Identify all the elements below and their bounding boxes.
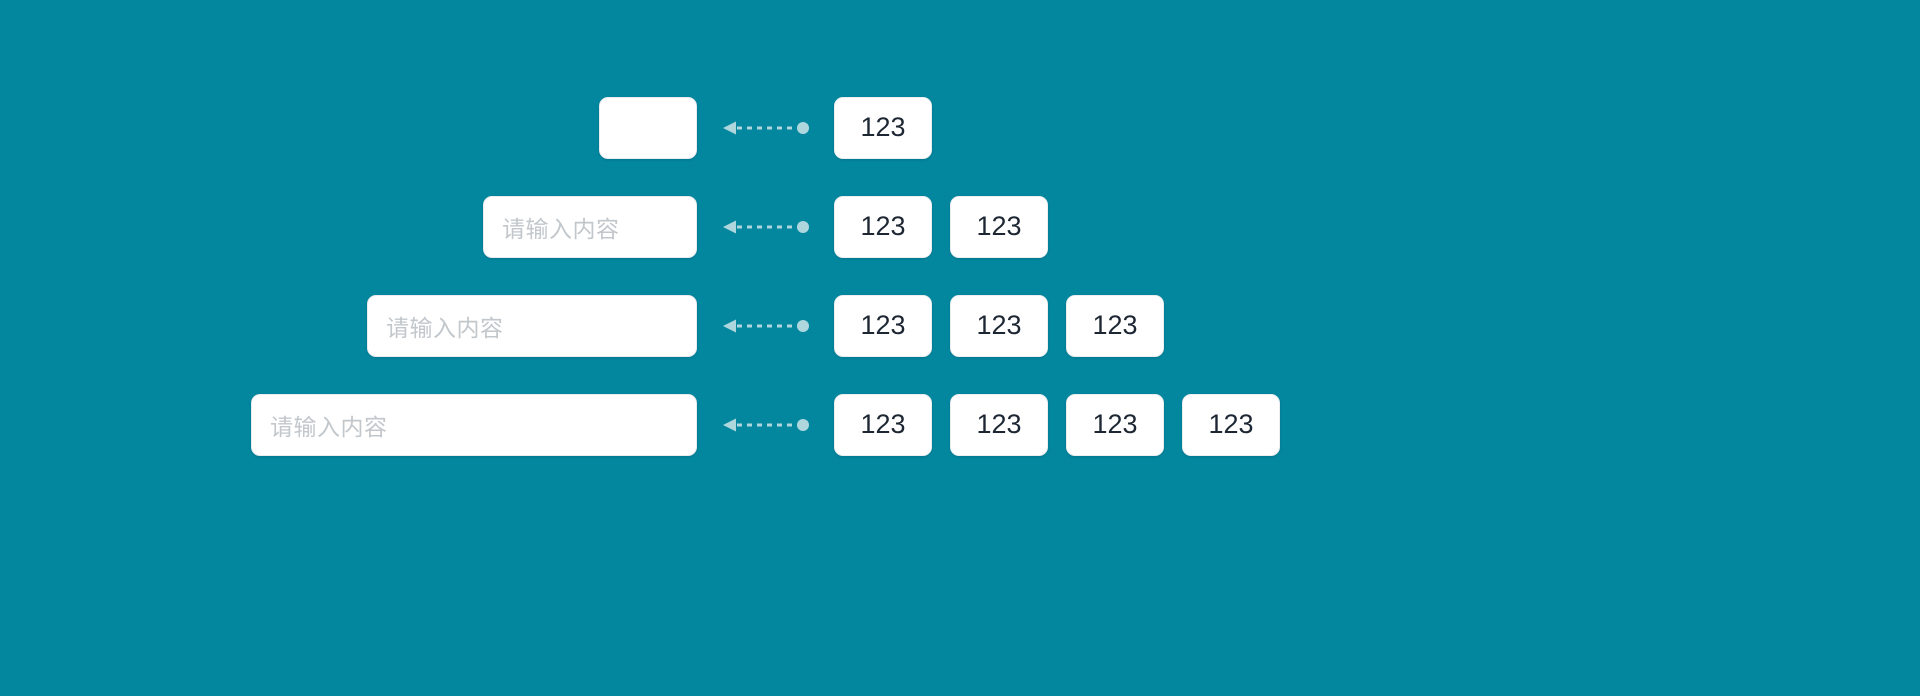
value-box-group: 123 123 123 123 — [834, 393, 1280, 456]
value-box[interactable]: 123 — [834, 294, 932, 357]
input-placeholder: 请输入内容 — [386, 314, 504, 341]
value-box-group: 123 — [834, 96, 932, 159]
value-box[interactable]: 123 — [1066, 294, 1164, 357]
value-box-group: 123 123 123 — [834, 294, 1164, 357]
dashed-left-arrow-icon — [722, 220, 809, 233]
connector-cell — [697, 120, 834, 136]
input-cell: 请输入内容 — [0, 294, 697, 357]
text-input[interactable]: 请输入内容 — [367, 294, 697, 357]
input-cell — [0, 96, 697, 159]
input-placeholder: 请输入内容 — [270, 413, 388, 440]
form-row: 请输入内容 123 123 123 — [0, 276, 1920, 375]
input-placeholder: 请输入内容 — [502, 215, 620, 242]
value-box[interactable]: 123 — [834, 195, 932, 258]
connector-cell — [697, 219, 834, 235]
value-box-group: 123 123 — [834, 195, 1048, 258]
form-row: 请输入内容 123 123 — [0, 177, 1920, 276]
dashed-left-arrow-icon — [722, 418, 809, 431]
value-box[interactable]: 123 — [950, 294, 1048, 357]
text-input[interactable]: 请输入内容 — [251, 393, 697, 456]
connector-cell — [697, 318, 834, 334]
value-box[interactable]: 123 — [950, 393, 1048, 456]
dashed-left-arrow-icon — [722, 319, 809, 332]
value-box[interactable]: 123 — [1066, 393, 1164, 456]
form-row: 请输入内容 123 123 123 123 — [0, 375, 1920, 474]
input-cell: 请输入内容 — [0, 195, 697, 258]
connector-cell — [697, 417, 834, 433]
form-row: 123 — [0, 78, 1920, 177]
value-box[interactable]: 123 — [834, 96, 932, 159]
value-box[interactable]: 123 — [834, 393, 932, 456]
value-box[interactable]: 123 — [950, 195, 1048, 258]
text-input[interactable] — [599, 96, 697, 159]
dashed-left-arrow-icon — [722, 121, 809, 134]
value-box[interactable]: 123 — [1182, 393, 1280, 456]
text-input[interactable]: 请输入内容 — [483, 195, 697, 258]
input-cell: 请输入内容 — [0, 393, 697, 456]
